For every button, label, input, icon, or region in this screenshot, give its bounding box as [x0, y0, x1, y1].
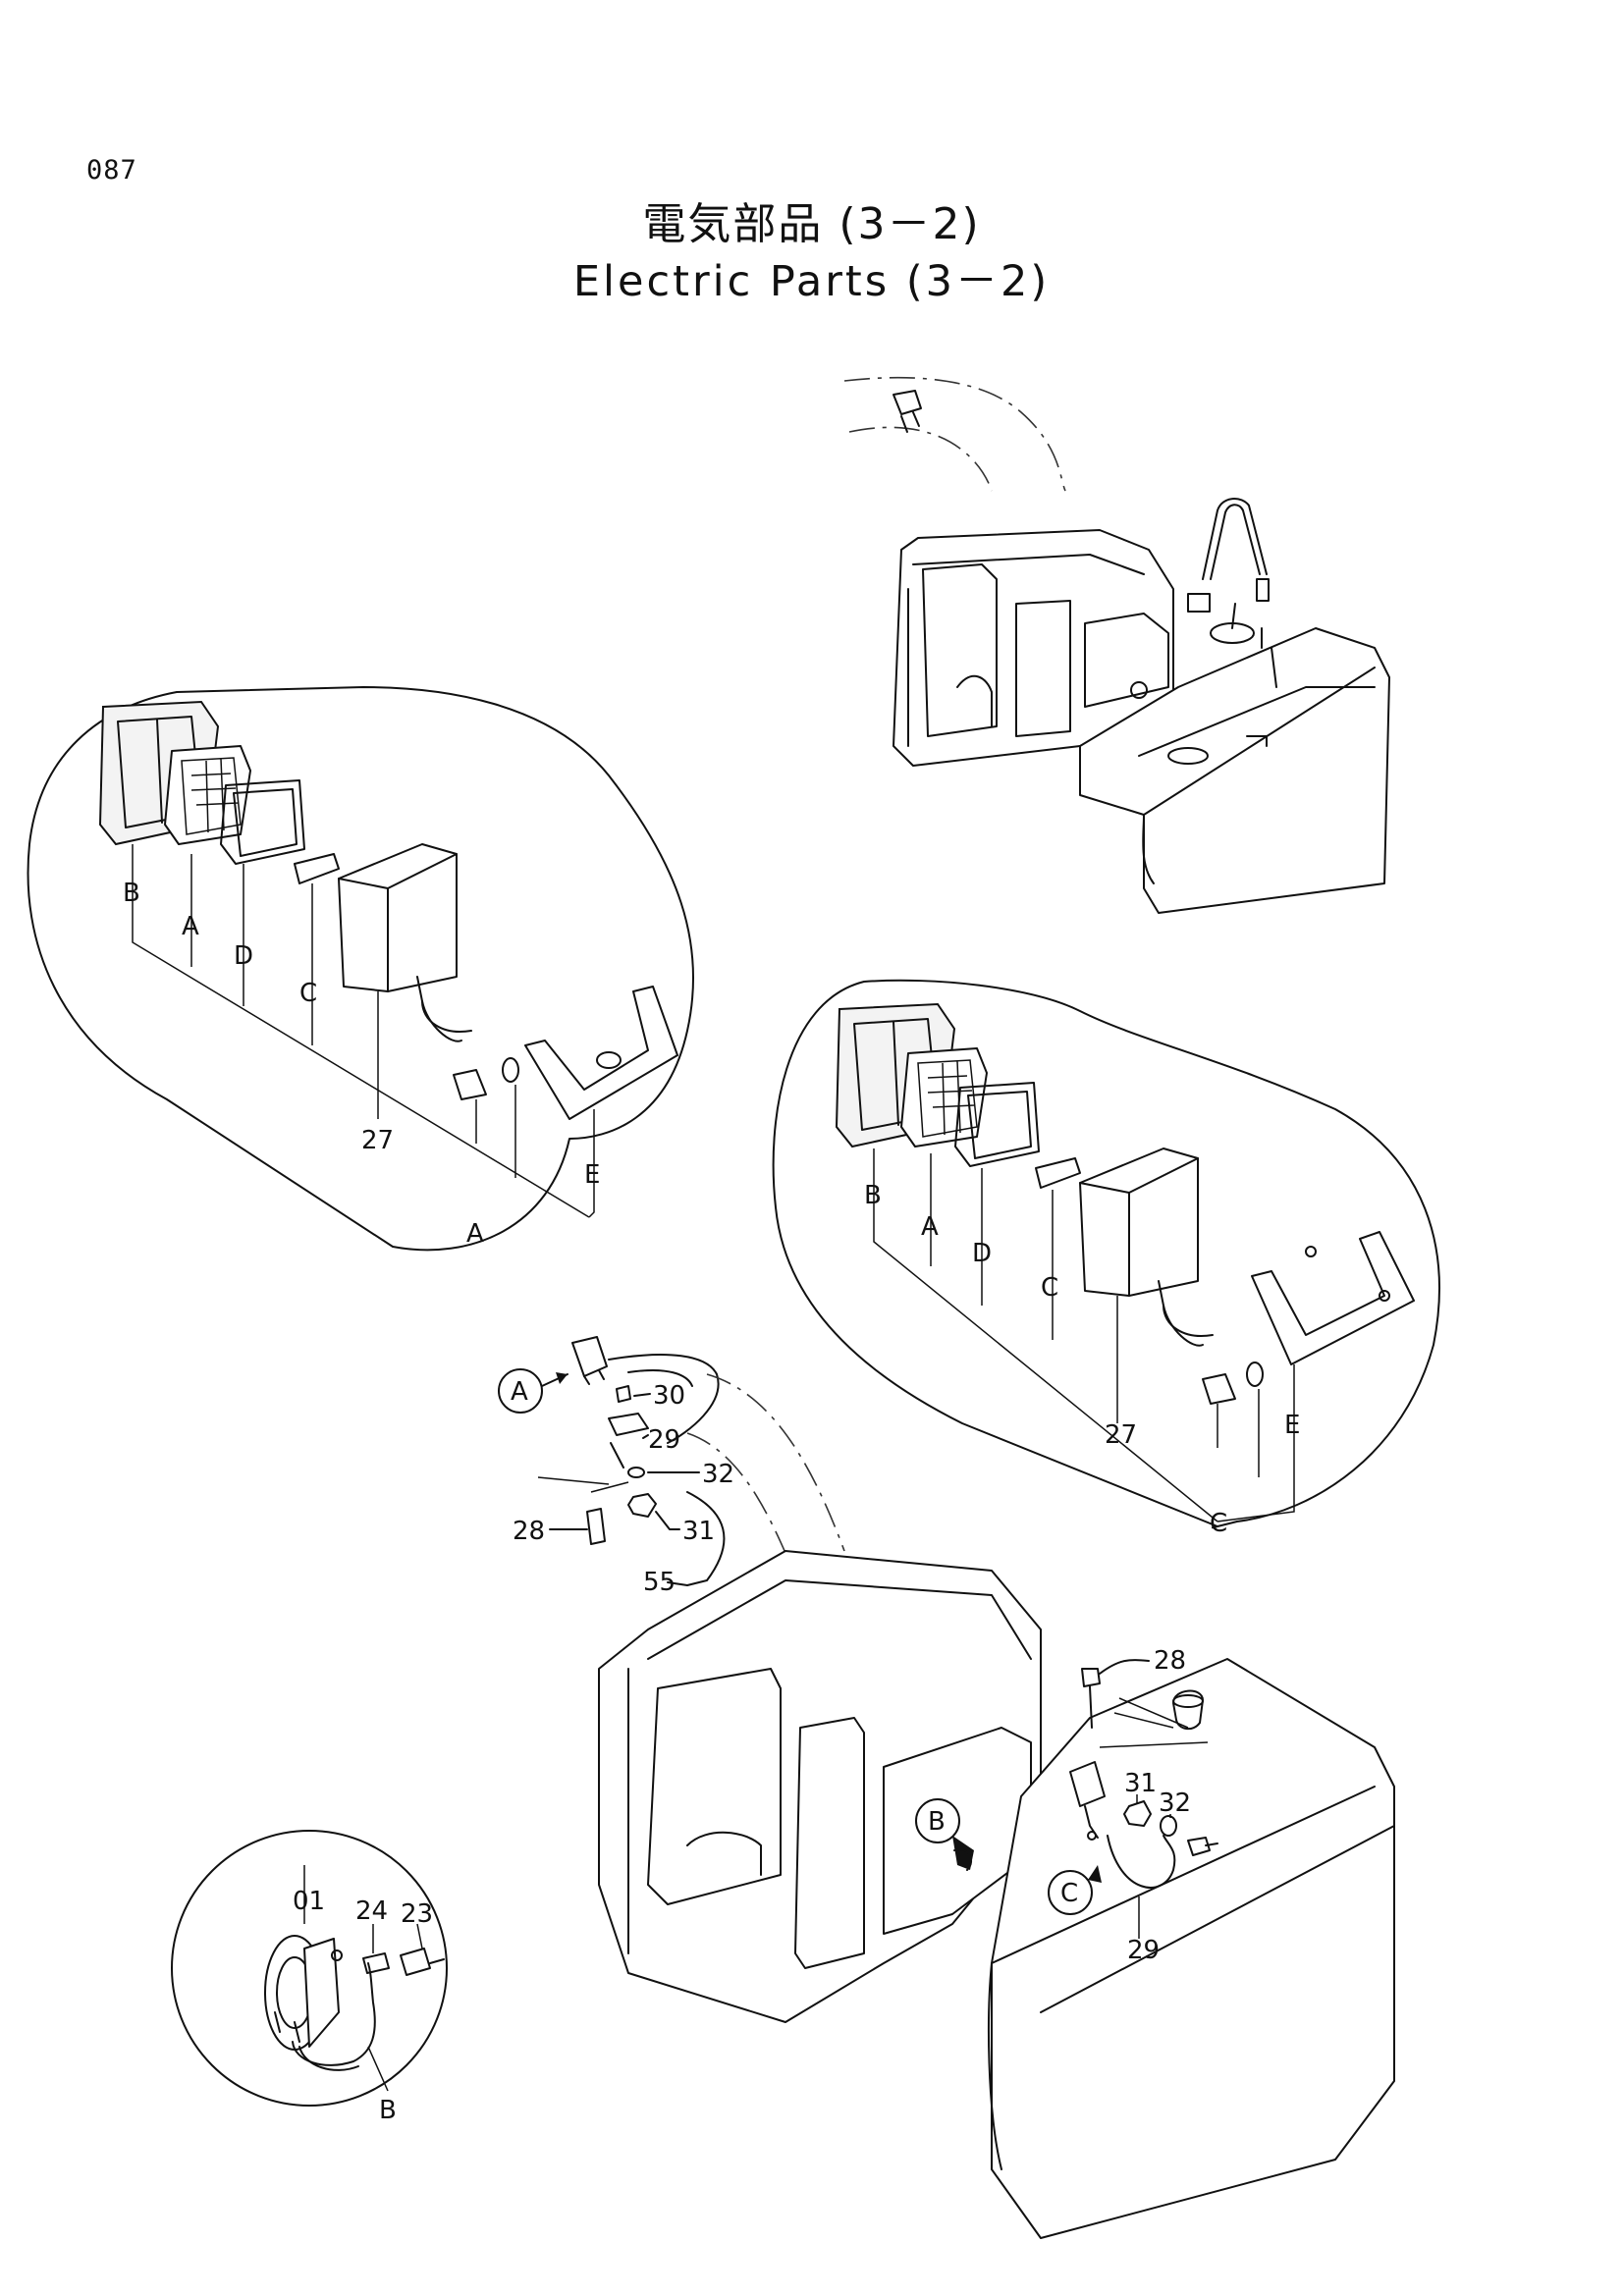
mount-label-29: 29 — [648, 1425, 680, 1455]
title-japanese: 電気部品 (3－2) — [642, 199, 981, 249]
detail-a-ref-label: A — [466, 1219, 484, 1249]
excavator-overview-top — [843, 376, 1390, 914]
detail-a-label-c: C — [299, 979, 317, 1008]
detail-a-label-27: 27 — [361, 1126, 394, 1155]
excavator-lower-body: B 28 31 32 29 C — [598, 1550, 1395, 2239]
lower-label-32: 32 — [1159, 1789, 1191, 1818]
boom-lamp-mount: A 30 29 32 31 — [498, 1336, 845, 1597]
detail-c-label-27: 27 — [1105, 1420, 1137, 1450]
detail-c-label-d: D — [972, 1239, 992, 1268]
page-number: 087 — [86, 155, 137, 186]
mount-label-32: 32 — [702, 1460, 734, 1489]
detail-c-label-e: E — [1284, 1411, 1300, 1440]
detail-b-ref-label: B — [379, 2096, 397, 2125]
detail-c-ref-label: C — [1210, 1509, 1227, 1538]
mount-label-31: 31 — [682, 1517, 715, 1546]
lower-callout-c: C — [1060, 1879, 1078, 1908]
mount-label-55: 55 — [643, 1568, 676, 1597]
detail-c-label-a: A — [921, 1212, 939, 1242]
mount-label-28-left: 28 — [513, 1517, 545, 1546]
detail-b-label-23: 23 — [401, 1899, 433, 1929]
detail-a-capsule: B A D C 27 E A — [27, 686, 695, 1252]
title-english: Electric Parts (3－2) — [572, 257, 1051, 306]
lower-label-29: 29 — [1127, 1936, 1160, 1965]
detail-a-label-e: E — [584, 1160, 600, 1190]
detail-a-label-b: B — [123, 879, 140, 908]
lower-label-31: 31 — [1124, 1769, 1157, 1798]
detail-c-capsule: B A D C 27 E C — [772, 979, 1440, 1538]
detail-c-label-c: C — [1041, 1273, 1058, 1303]
lower-label-28: 28 — [1154, 1646, 1186, 1676]
detail-c-label-b: B — [864, 1181, 882, 1210]
lower-callout-b: B — [928, 1807, 946, 1837]
mount-callout-a: A — [511, 1377, 528, 1407]
detail-a-label-d: D — [234, 941, 253, 971]
detail-b-horn: 01 24 23 B — [171, 1830, 448, 2125]
detail-a-label-a: A — [182, 912, 199, 941]
detail-b-label-24: 24 — [355, 1896, 388, 1926]
detail-b-label-01: 01 — [293, 1887, 325, 1916]
mount-label-30: 30 — [653, 1381, 685, 1411]
